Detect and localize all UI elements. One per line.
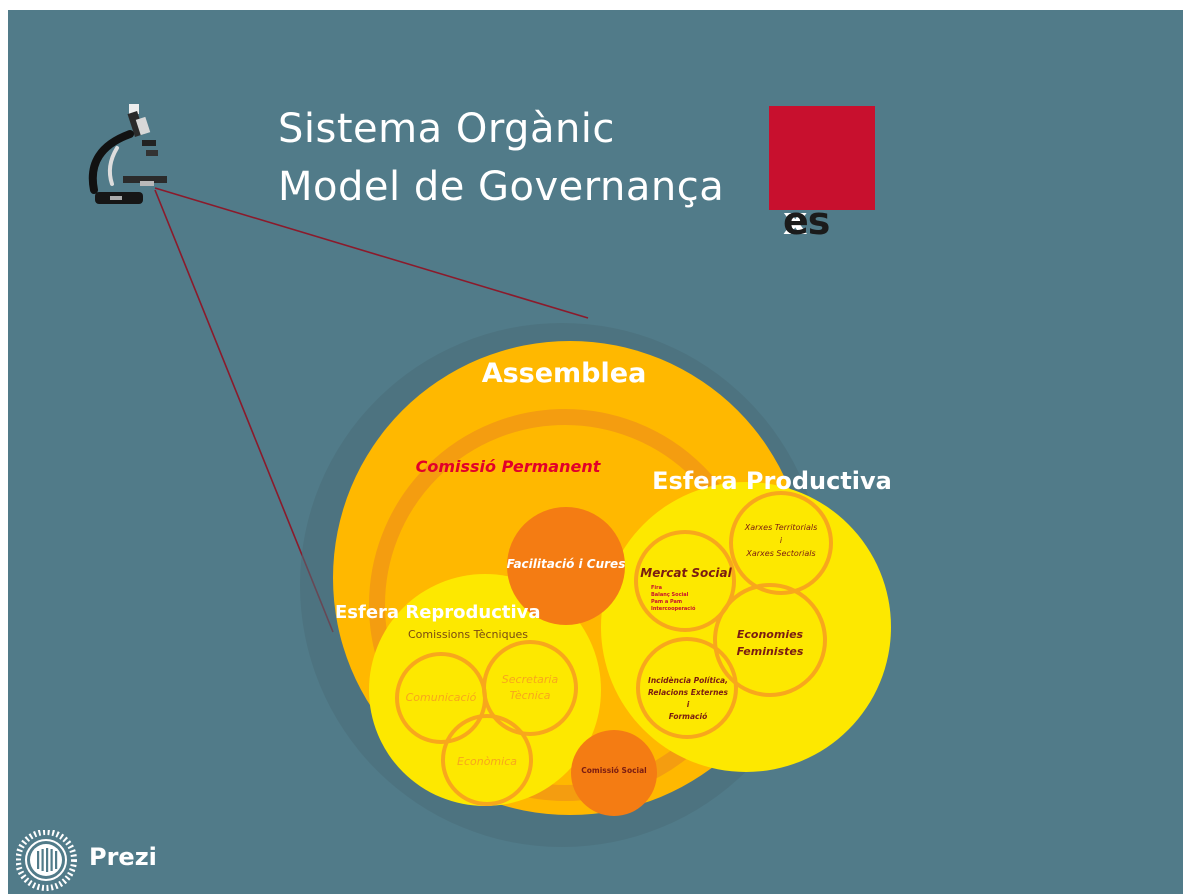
comissio-permanent-label: Comissió Permanent bbox=[416, 457, 602, 476]
incidencia-label-1: Incidència Política, bbox=[648, 676, 728, 685]
mercat-social-label: Mercat Social bbox=[640, 566, 732, 580]
comissio-social-circle bbox=[571, 730, 657, 816]
incidencia-label-4: Formació bbox=[669, 712, 707, 721]
comunicacio-label: Comunicació bbox=[406, 691, 477, 704]
secretaria-label-1: Secretaria bbox=[502, 673, 559, 686]
comissio-social-label: Comissió Social bbox=[581, 766, 647, 775]
incidencia-label-2: Relacions Externes bbox=[648, 688, 728, 697]
xarxes-label-2: i bbox=[780, 536, 783, 545]
economica-circle bbox=[441, 714, 533, 806]
incidencia-label-3: i bbox=[687, 700, 690, 709]
esfera-reproductiva-label: Esfera Reproductiva bbox=[335, 602, 541, 623]
assemblea-label: Assemblea bbox=[482, 358, 647, 389]
logo-text-dark: es bbox=[783, 199, 830, 243]
mercat-social-circle bbox=[634, 530, 736, 632]
incidencia-circle bbox=[636, 637, 738, 739]
prezi-logo-icon bbox=[16, 830, 77, 891]
mercat-item-pam: Pam a Pam bbox=[651, 599, 682, 605]
esfera-productiva-label: Esfera Productiva bbox=[652, 467, 892, 495]
mercat-item-balanc: Balanç Social bbox=[651, 592, 689, 598]
logo-text-white: x bbox=[783, 199, 807, 243]
secretaria-circle bbox=[482, 640, 578, 736]
xarxes-label-1: Xarxes Territorials bbox=[744, 523, 818, 532]
esfera-productiva-circle bbox=[601, 482, 891, 772]
prezi-label: Prezi bbox=[89, 843, 157, 871]
economica-label: Econòmica bbox=[457, 755, 517, 768]
title-line-2: Model de Governança bbox=[278, 164, 725, 210]
economies-feministes-circle bbox=[713, 583, 827, 697]
economies-label-2: Feministes bbox=[737, 645, 804, 658]
secretaria-label-2: Tècnica bbox=[510, 689, 551, 702]
comissions-tecniques-label: Comissions Tècniques bbox=[408, 628, 528, 641]
prezi-branding[interactable]: Prezi bbox=[16, 830, 176, 891]
mercat-item-intercooperacio: Intercooperació bbox=[651, 605, 696, 612]
facilitacio-circle bbox=[507, 507, 625, 625]
xarxes-circle bbox=[729, 491, 833, 595]
facilitacio-label: Facilitació i Cures bbox=[507, 557, 626, 571]
microscope-icon bbox=[88, 104, 167, 204]
mercat-item-fira: Fira bbox=[651, 585, 662, 591]
xarxes-label-3: Xarxes Sectorials bbox=[745, 549, 815, 558]
economies-label-1: Economies bbox=[737, 628, 804, 641]
title-line-1: Sistema Orgànic bbox=[278, 106, 615, 152]
zoom-line-top bbox=[154, 187, 589, 319]
